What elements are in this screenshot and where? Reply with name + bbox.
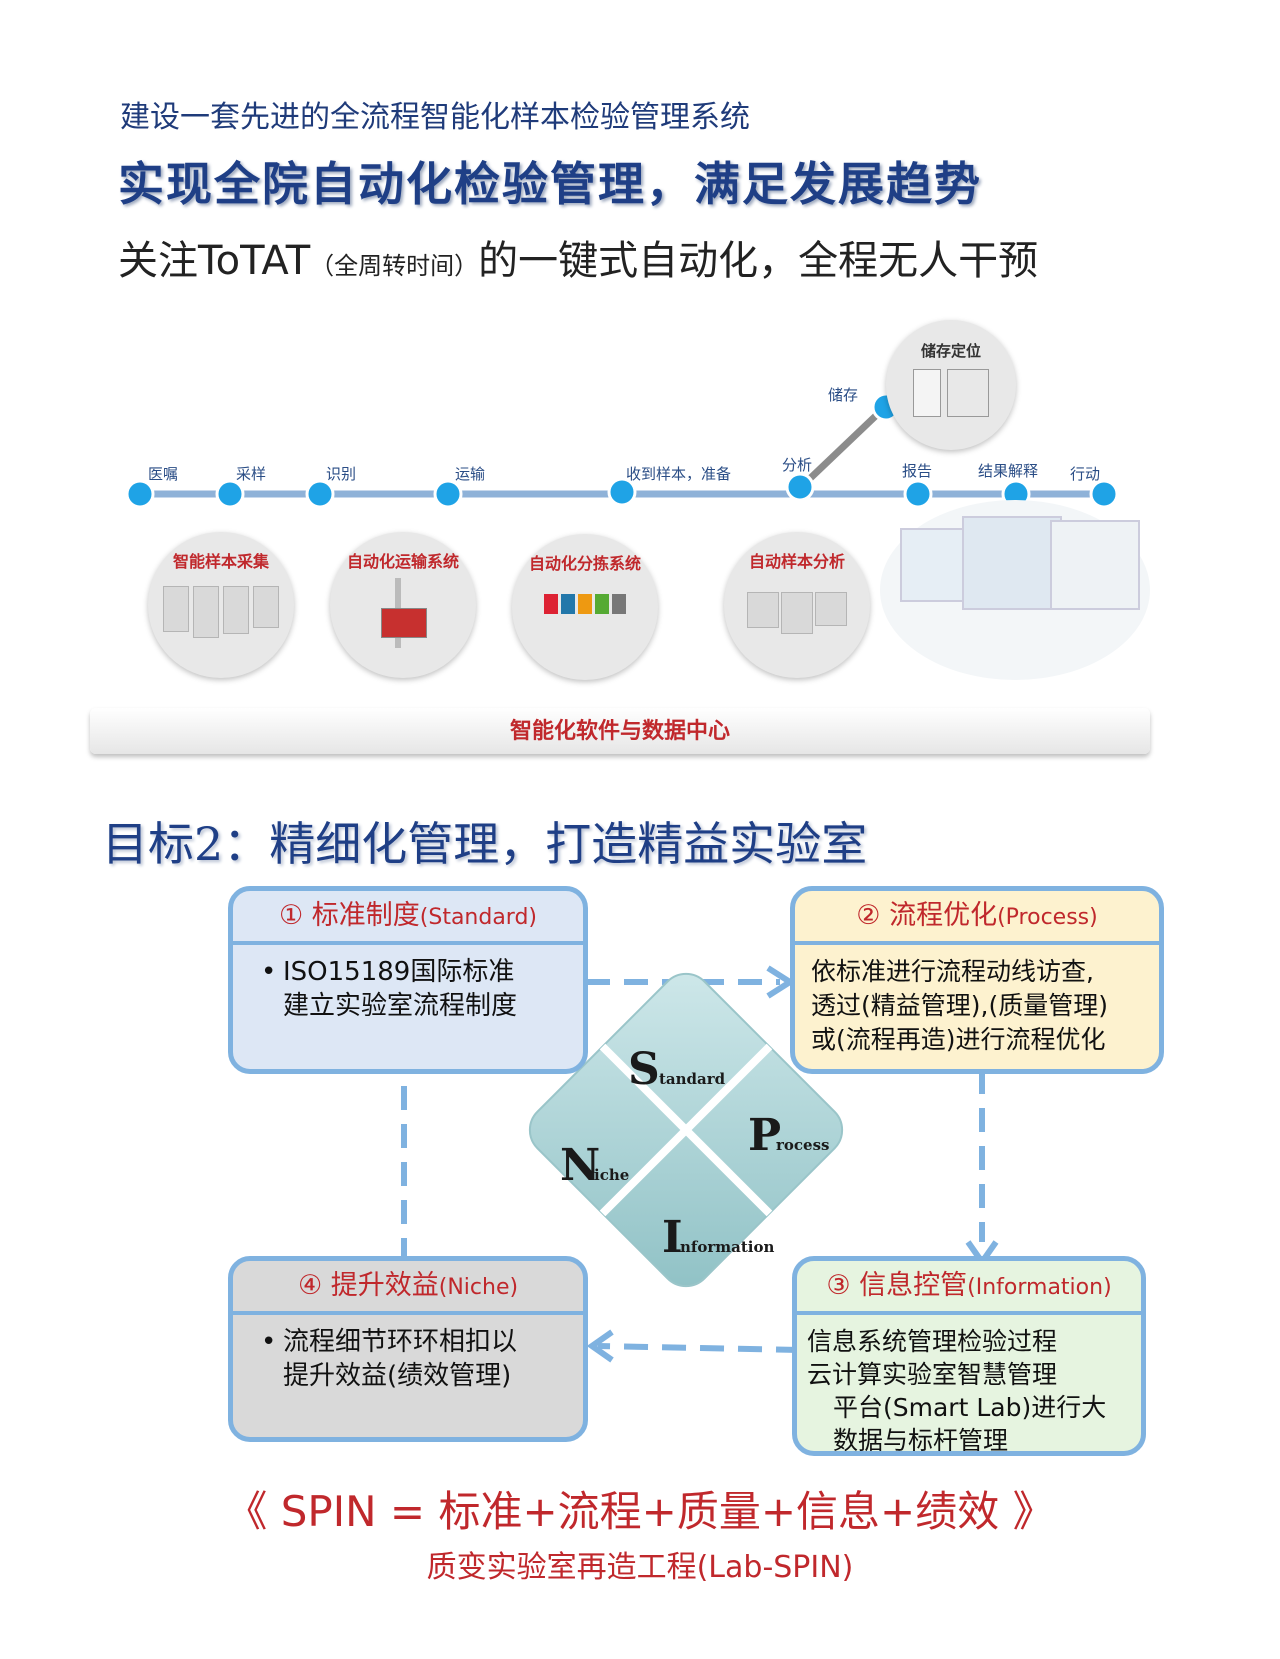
box-niche: ④ 提升效益(Niche) •流程细节环环相扣以 提升效益(绩效管理)	[228, 1256, 588, 1442]
diamond-p-letter: P	[748, 1110, 781, 1161]
box-information-line-4: 数据与标杆管理	[833, 1426, 1009, 1455]
node-label-identify: 识别	[326, 465, 357, 483]
module-label-analysis: 自动样本分析	[748, 552, 845, 571]
box-niche-line-1: 流程细节环环相扣以	[283, 1327, 518, 1357]
module-analysis: 自动样本分析	[724, 532, 870, 678]
module-label-transport: 自动化运输系统	[346, 552, 459, 571]
box-process-title: 流程优化	[889, 900, 998, 931]
module-label-sorting: 自动化分拣系统	[528, 554, 641, 573]
node-label-analysis: 分析	[782, 456, 813, 474]
node-label-sampling: 采样	[236, 465, 267, 483]
box-information-body: 信息系统管理检验过程 云计算实验室智慧管理 平台(Smart Lab)进行大 数…	[797, 1315, 1141, 1455]
flow-dot-3	[305, 479, 335, 509]
monitor-icon	[1050, 520, 1140, 610]
analysis-line-icon	[747, 592, 847, 634]
sorting-machine-icon	[544, 594, 626, 614]
spin-diamond	[528, 972, 844, 1288]
flow-dot-2	[215, 479, 245, 509]
storage-label: 储存定位	[920, 342, 981, 360]
flow-diagram	[125, 392, 1119, 509]
node-label-action: 行动	[1070, 465, 1101, 483]
diamond-p-rest: rocess	[776, 1136, 829, 1154]
box-information-num: ③	[826, 1270, 851, 1301]
box-standard-line-2: 建立实验室流程制度	[283, 991, 518, 1021]
module-label-collection: 智能样本采集	[172, 552, 269, 571]
node-label-order: 医嘱	[148, 465, 179, 483]
module-transport: 自动化运输系统	[330, 532, 476, 678]
box-information-line-3: 平台(Smart Lab)进行大	[833, 1393, 1107, 1422]
box-process: ② 流程优化(Process) 依标准进行流程动线访查, 透过(精益管理),(质…	[790, 886, 1164, 1074]
box-niche-num: ④	[297, 1270, 323, 1301]
monitor-icon	[962, 516, 1062, 610]
box-niche-en: (Niche)	[438, 1275, 519, 1300]
freezer-icon	[913, 369, 989, 417]
main-title: 实现全院自动化检验管理，满足发展趋势	[118, 157, 982, 211]
box-process-num: ②	[856, 900, 881, 931]
box-information-title: 信息控管	[859, 1270, 968, 1301]
node-label-storage: 储存	[828, 386, 859, 404]
box-information-line-2: 云计算实验室智慧管理	[807, 1360, 1058, 1389]
diamond-n-rest: iche	[594, 1166, 629, 1184]
goal-title: 目标2：精细化管理，打造精益实验室	[102, 817, 868, 871]
flow-dot-1	[125, 479, 155, 509]
box-information-en: (Information)	[967, 1275, 1112, 1300]
node-label-receive: 收到样本，准备	[626, 465, 732, 483]
storage-module: 储存定位	[886, 320, 1016, 450]
flow-dot-4	[433, 479, 463, 509]
diamond-s-rest: tandard	[659, 1070, 726, 1088]
flow-dot-10	[1089, 479, 1119, 509]
diamond-s-letter: S	[628, 1044, 660, 1095]
box-standard-body: •ISO15189国际标准 建立实验室流程制度	[261, 957, 518, 1021]
box-standard-en: (Standard)	[419, 905, 538, 930]
box-information-header: ③ 信息控管(Information)	[797, 1261, 1141, 1315]
software-screens	[880, 500, 1150, 680]
diamond-n-letter: N	[560, 1140, 600, 1191]
box-process-line-3: 或(流程再造)进行流程优化	[811, 1025, 1106, 1054]
subtitle: 建设一套先进的全流程智能化样本检验管理系统	[120, 100, 750, 135]
module-sorting: 自动化分拣系统	[512, 534, 658, 680]
node-label-report: 报告	[902, 462, 933, 480]
spin-subtitle: 质变实验室再造工程(Lab-SPIN)	[426, 1550, 854, 1585]
box-information: ③ 信息控管(Information) 信息系统管理检验过程 云计算实验室智慧管…	[792, 1256, 1146, 1456]
software-data-center-bar: 智能化软件与数据中心	[90, 708, 1150, 754]
node-label-interpret: 结果解释	[978, 462, 1039, 480]
box-process-line-2: 透过(精益管理),(质量管理)	[811, 991, 1108, 1020]
focus-prefix: 关注ToTAT	[118, 238, 311, 284]
box-standard-title: 标准制度	[311, 900, 420, 931]
transport-machine-icon	[373, 578, 433, 648]
focus-suffix: 的一键式自动化，全程无人干预	[478, 238, 1039, 284]
module-sample-collection: 智能样本采集	[148, 532, 294, 678]
flow-dot-5	[607, 477, 637, 507]
flow-dot-8	[903, 479, 933, 509]
box-standard-header: ① 标准制度(Standard)	[233, 891, 583, 945]
box-niche-line-2: 提升效益(绩效管理)	[283, 1361, 512, 1391]
spin-diagram: S tandard P rocess N iche I nformation	[387, 965, 999, 1363]
box-niche-header: ④ 提升效益(Niche)	[233, 1261, 583, 1315]
arrowhead-niche	[586, 1329, 614, 1363]
diamond-i-letter: I	[662, 1212, 683, 1263]
box-standard-line-1: ISO15189国际标准	[283, 957, 515, 987]
box-information-line-1: 信息系统管理检验过程	[807, 1327, 1058, 1356]
flow-branch-line	[797, 405, 887, 491]
box-niche-title: 提升效益	[330, 1270, 439, 1301]
box-standard: ① 标准制度(Standard) •ISO15189国际标准 建立实验室流程制度	[228, 886, 588, 1074]
spin-formula: 《 SPIN = 标准+流程+质量+信息+绩效 》	[225, 1487, 1055, 1536]
flow-dot-6	[785, 472, 815, 502]
arrow-information-to-niche	[597, 1343, 801, 1353]
focus-line: 关注ToTAT（全周转时间）的一键式自动化，全程无人干预	[118, 228, 1038, 286]
box-process-en: (Process)	[997, 905, 1098, 930]
diamond-i-rest: nformation	[680, 1238, 774, 1256]
box-niche-body: •流程细节环环相扣以 提升效益(绩效管理)	[261, 1327, 518, 1391]
box-standard-num: ①	[278, 900, 304, 931]
focus-paren: （全周转时间）	[310, 252, 479, 280]
box-process-line-1: 依标准进行流程动线访查,	[811, 957, 1094, 986]
box-process-body: 依标准进行流程动线访查, 透过(精益管理),(质量管理) 或(流程再造)进行流程…	[795, 945, 1159, 1057]
box-process-header: ② 流程优化(Process)	[795, 891, 1159, 945]
collection-stations-icon	[163, 586, 279, 638]
node-label-transport: 运输	[455, 465, 486, 483]
